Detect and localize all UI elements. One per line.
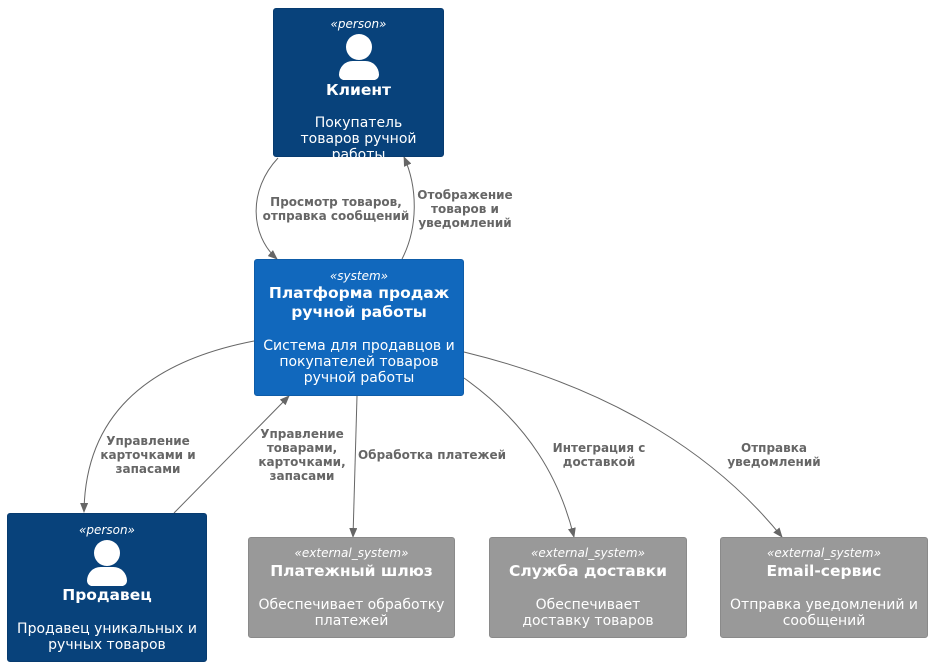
node-delivery-description: Обеспечивает доставку товаров <box>522 597 654 629</box>
edge-platform-to-email <box>463 351 783 538</box>
node-delivery-service[interactable]: «external_system» Служба доставки Обеспе… <box>489 537 687 638</box>
edge-platform-to-payment <box>349 395 358 538</box>
node-seller[interactable]: «person» Продавец Продавец уникальных и … <box>7 513 207 662</box>
edge-label-platform-to-client: Отображение товаров и уведомлений <box>417 188 513 230</box>
node-email-stereotype: «external_system» <box>767 546 881 560</box>
edge-label-platform-to-seller: Управление карточками и запасами <box>100 434 196 476</box>
node-platform-description: Система для продавцов и покупателей това… <box>263 338 455 386</box>
node-payment-gateway[interactable]: «external_system» Платежный шлюз Обеспеч… <box>248 537 455 638</box>
edge-label-platform-to-delivery: Интеграция с доставкой <box>552 441 646 469</box>
node-payment-title: Платежный шлюз <box>270 562 433 580</box>
person-icon <box>87 540 127 586</box>
node-client-stereotype: «person» <box>330 17 387 31</box>
edge-seller-to-platform <box>173 395 290 514</box>
node-delivery-title: Служба доставки <box>509 562 667 580</box>
node-platform-title: Платформа продаж ручной работы <box>268 284 450 321</box>
node-client[interactable]: «person» Клиент Покупатель товаров ручно… <box>273 8 444 163</box>
edge-platform-to-delivery <box>463 377 576 538</box>
node-platform[interactable]: «system» Платформа продаж ручной работы … <box>254 259 464 396</box>
edge-platform-to-seller <box>80 340 255 513</box>
node-seller-title: Продавец <box>62 586 152 604</box>
node-payment-stereotype: «external_system» <box>294 546 409 560</box>
person-icon <box>338 34 379 80</box>
node-client-title: Клиент <box>325 81 392 99</box>
node-payment-description: Обеспечивает обработку платежей <box>258 597 445 629</box>
edge-label-client-to-platform: Просмотр товаров, отправка сообщений <box>262 195 410 223</box>
edge-label-platform-to-payment: Обработка платежей <box>357 448 507 462</box>
node-client-description: Покупатель товаров ручной работы <box>300 115 417 163</box>
edge-label-seller-to-platform: Управление товарами, карточками, запасам… <box>258 427 346 483</box>
edge-platform-to-client <box>401 156 415 260</box>
node-email-description: Отправка уведомлений и сообщений <box>730 597 918 629</box>
node-email-service[interactable]: «external_system» Email-сервис Отправка … <box>720 537 928 638</box>
node-email-title: Email-сервис <box>766 562 882 580</box>
edge-label-platform-to-email: Отправка уведомлений <box>727 441 821 469</box>
node-delivery-stereotype: «external_system» <box>531 546 645 560</box>
node-seller-description: Продавец уникальных и ручных товаров <box>17 621 197 653</box>
node-seller-stereotype: «person» <box>79 523 135 537</box>
node-platform-stereotype: «system» <box>329 269 389 283</box>
edge-client-to-platform <box>255 157 279 260</box>
